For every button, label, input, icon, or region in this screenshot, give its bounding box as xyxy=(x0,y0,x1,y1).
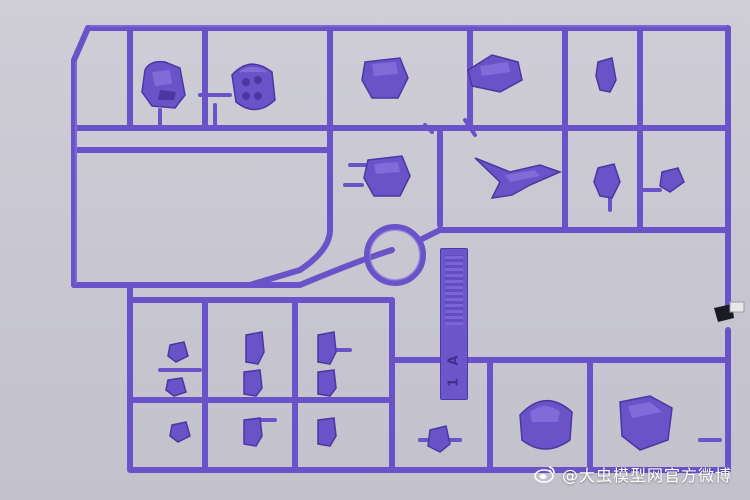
watermark: @大虫模型网官方微博 xyxy=(534,462,732,486)
runner-tag: A 1 xyxy=(440,248,468,400)
weibo-icon xyxy=(534,465,556,483)
part-small-joint-mid xyxy=(593,163,621,199)
part-small-joint-top xyxy=(595,57,617,93)
ring-runner xyxy=(364,224,426,286)
runner-tag-code xyxy=(445,255,463,325)
part-skirt-center xyxy=(519,399,573,450)
part-small-clip xyxy=(659,167,685,193)
part-hand-row xyxy=(165,331,337,447)
sprue-frame xyxy=(71,25,731,473)
part-helmet-vented xyxy=(231,63,276,111)
part-wing-fin xyxy=(474,157,563,199)
part-chest-upper xyxy=(361,57,409,99)
part-shoulder-top xyxy=(467,54,523,93)
part-chest-lower xyxy=(363,155,411,197)
sprue-clip-object xyxy=(714,301,745,322)
part-head-left xyxy=(141,60,186,109)
part-skirt-right xyxy=(619,395,673,451)
runner-tag-number: 1 xyxy=(446,377,462,388)
part-peg-bottom xyxy=(427,425,451,453)
watermark-text: @大虫模型网官方微博 xyxy=(561,466,732,485)
